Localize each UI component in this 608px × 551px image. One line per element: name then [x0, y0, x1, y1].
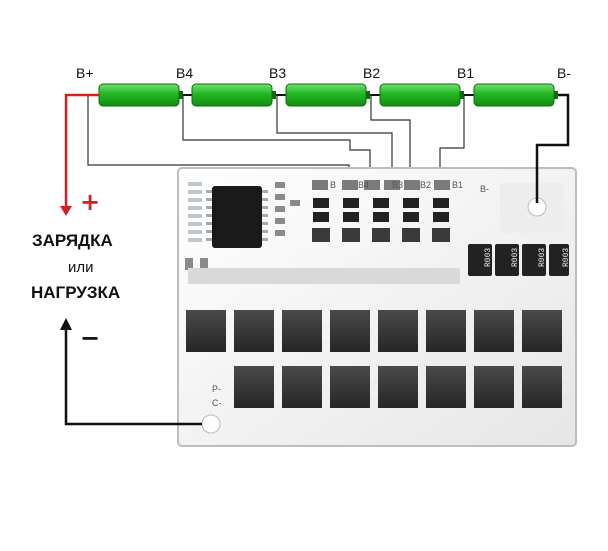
bms-pcb: B B4 B3 B2 B1 B-: [177, 167, 577, 447]
battery-cell-1: [98, 83, 183, 107]
wire-b4: [182, 95, 371, 182]
wire-b3: [276, 95, 393, 182]
terminal-label-b-plus: B+: [76, 65, 94, 81]
shunt-code-4: R003: [562, 248, 571, 267]
pcb-label-b4: B4: [358, 180, 369, 190]
terminal-label-b3: B3: [269, 65, 286, 81]
caption-line-1: ЗАРЯДКА: [32, 231, 113, 250]
mosfet-row-top: [186, 310, 562, 352]
pcb-silk-strip: [188, 268, 460, 284]
pcb-label-p-minus: P-: [212, 384, 221, 394]
caption-line-3: НАГРУЗКА: [31, 283, 120, 302]
pcb-label-b1: B1: [452, 180, 463, 190]
pcb-label-b-minus: B-: [480, 184, 489, 194]
terminal-label-b1: B1: [457, 65, 474, 81]
wire-b1: [439, 95, 465, 182]
positive-arrow-icon: [60, 206, 72, 216]
terminal-label-b-minus: B-: [557, 65, 571, 81]
terminal-label-b4: B4: [176, 65, 193, 81]
b-minus-wire: [535, 93, 570, 203]
pcb-label-b2: B2: [420, 180, 431, 190]
protection-ic: [206, 186, 268, 248]
negative-arrow-icon: [60, 318, 72, 330]
polarity-plus: +: [80, 188, 100, 216]
shunt-code-2: R003: [511, 248, 520, 267]
battery-cell-3: [285, 83, 370, 107]
shunt-code-3: R003: [538, 248, 547, 267]
negative-wire: [64, 326, 202, 426]
balance-pads: [312, 180, 450, 190]
shunt-code-1: R003: [484, 248, 493, 267]
pcb-label-b3: B3: [392, 180, 403, 190]
battery-cell-4: [379, 83, 464, 107]
pcb-label-b: B: [330, 180, 336, 190]
battery-cell-5: [473, 83, 558, 107]
caption-line-2: или: [68, 259, 94, 276]
pin-header-left: [188, 182, 202, 242]
battery-cell-2: [191, 83, 276, 107]
polarity-minus: −: [80, 324, 100, 352]
shunt-resistors: [468, 244, 569, 276]
terminal-label-b2: B2: [363, 65, 380, 81]
pcb-label-c-minus: C-: [212, 398, 222, 408]
positive-wire: [64, 93, 99, 210]
p-minus-hole: [201, 414, 221, 434]
battery-cells: [88, 83, 560, 107]
wire-b2: [370, 95, 411, 182]
mosfet-row-bottom: [234, 366, 562, 408]
smd-components-left: [185, 182, 300, 270]
b-minus-hole: [500, 183, 564, 233]
balance-resistors: [313, 198, 449, 222]
balance-transistors: [312, 228, 450, 242]
